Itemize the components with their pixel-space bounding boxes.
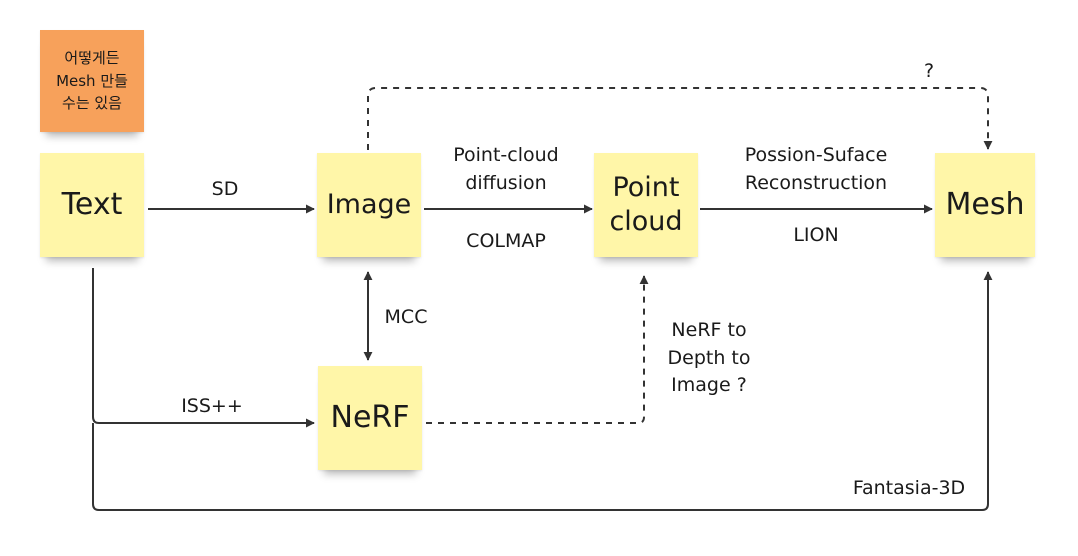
arrow-image-to-mesh xyxy=(367,87,993,150)
edge-label-poisson-reconstruction: Possion-Suface Reconstruction xyxy=(744,144,888,194)
edge-label-fantasia-3d: Fantasia-3D xyxy=(852,477,966,499)
node-nerf: NeRF xyxy=(318,366,422,470)
node-mesh-label: Mesh xyxy=(945,187,1025,223)
edge-label-point-cloud-diffusion: Point-cloud diffusion xyxy=(453,144,559,194)
edge-label-question: ? xyxy=(923,60,935,82)
edge-label-iss: ISS++ xyxy=(181,395,243,417)
node-image-label: Image xyxy=(326,189,412,221)
edge-label-colmap: COLMAP xyxy=(466,230,546,252)
edge-label-lion: LION xyxy=(793,224,839,246)
node-text: Text xyxy=(40,153,144,257)
arrow-text-to-mesh xyxy=(92,271,993,511)
node-nerf-label: NeRF xyxy=(330,400,410,436)
edge-label-mcc: MCC xyxy=(384,306,428,328)
node-point-cloud: Point cloud xyxy=(594,153,698,257)
node-point-cloud-label: Point cloud xyxy=(609,172,683,237)
node-mesh: Mesh xyxy=(935,153,1035,257)
arrow-text-to-nerf xyxy=(92,268,315,428)
sticky-note-comment: 어떻게든 Mesh 만들 수는 있음 xyxy=(40,30,144,132)
node-text-label: Text xyxy=(61,187,123,223)
edge-label-sd: SD xyxy=(211,178,239,200)
edge-label-nerf-depth-image: NeRF to Depth to Image ? xyxy=(667,319,751,397)
note-text: 어떻게든 Mesh 만들 수는 있음 xyxy=(56,49,128,113)
node-image: Image xyxy=(317,153,421,257)
arrow-nerf-to-pointcloud xyxy=(426,275,649,424)
